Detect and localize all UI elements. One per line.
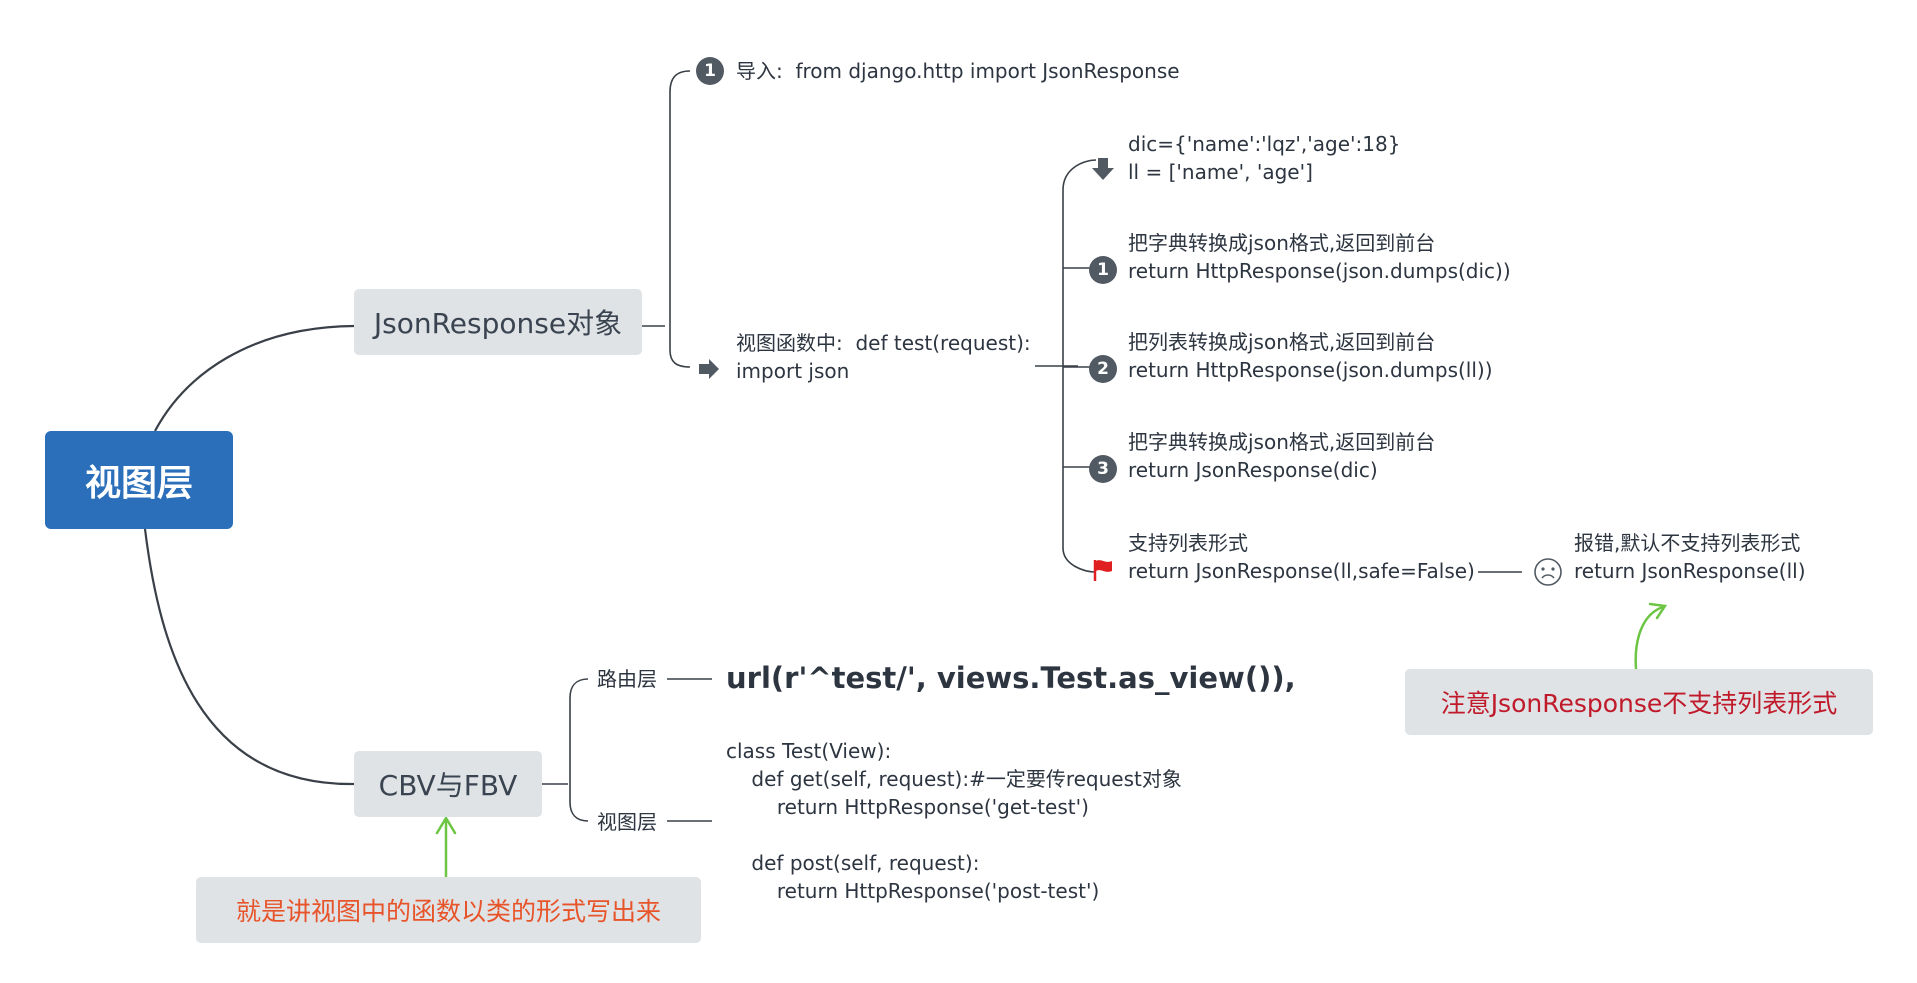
dict-definition[interactable]: dic={'name':'lqz','age':18}: [1128, 132, 1401, 156]
route-code: url(r'^test/', views.Test.as_view()),: [726, 661, 1296, 695]
topic-jsonresponse[interactable]: JsonResponse对象: [354, 289, 642, 355]
list-definition: ll = ['name', 'age']: [1128, 160, 1313, 184]
view-code-line-2: def get(self, request):#一定要传request对象: [726, 767, 1182, 791]
view-code-line-3: return HttpResponse('get-test'): [726, 795, 1089, 819]
topic-cbv-fbv[interactable]: CBV与FBV: [354, 751, 542, 817]
number-marker-1: 1: [1089, 256, 1117, 284]
number-marker-3: 3: [1089, 455, 1117, 483]
number-marker-1: 1: [696, 57, 724, 85]
sad-face-icon: [1534, 558, 1562, 586]
callout-json-note[interactable]: 注意JsonResponse不支持列表形式: [1405, 669, 1873, 735]
child-2-desc[interactable]: 把列表转换成json格式,返回到前台: [1128, 330, 1436, 354]
view-function-line1[interactable]: 视图函数中: def test(request):: [736, 331, 1031, 355]
view-code-line-6: return HttpResponse('post-test'): [726, 879, 1100, 903]
child-4-code: return JsonResponse(ll,safe=False): [1128, 559, 1475, 583]
import-item[interactable]: 导入: from django.http import JsonResponse: [736, 59, 1180, 83]
number-marker-2: 2: [1089, 355, 1117, 383]
child-1-code: return HttpResponse(json.dumps(dic)): [1128, 259, 1511, 283]
error-desc[interactable]: 报错,默认不支持列表形式: [1574, 531, 1801, 555]
arrow-down-icon: [1092, 158, 1114, 180]
child-3-desc[interactable]: 把字典转换成json格式,返回到前台: [1128, 430, 1436, 454]
view-code-line-1: class Test(View):: [726, 739, 892, 763]
callout-cbv-note[interactable]: 就是讲视图中的函数以类的形式写出来: [196, 877, 701, 943]
child-3-code: return JsonResponse(dic): [1128, 458, 1378, 482]
view-layer-label[interactable]: 视图层: [597, 810, 657, 834]
route-layer-label[interactable]: 路由层: [597, 667, 657, 691]
view-code-line-5: def post(self, request):: [726, 851, 980, 875]
child-1-desc[interactable]: 把字典转换成json格式,返回到前台: [1128, 231, 1436, 255]
root-topic[interactable]: 视图层: [45, 431, 233, 529]
arrow-right-icon: [699, 359, 719, 379]
view-function-line2: import json: [736, 359, 850, 383]
error-code: return JsonResponse(ll): [1574, 559, 1806, 583]
red-flag-icon: [1093, 560, 1112, 581]
child-2-code: return HttpResponse(json.dumps(ll)): [1128, 358, 1493, 382]
child-4-desc[interactable]: 支持列表形式: [1128, 531, 1248, 555]
